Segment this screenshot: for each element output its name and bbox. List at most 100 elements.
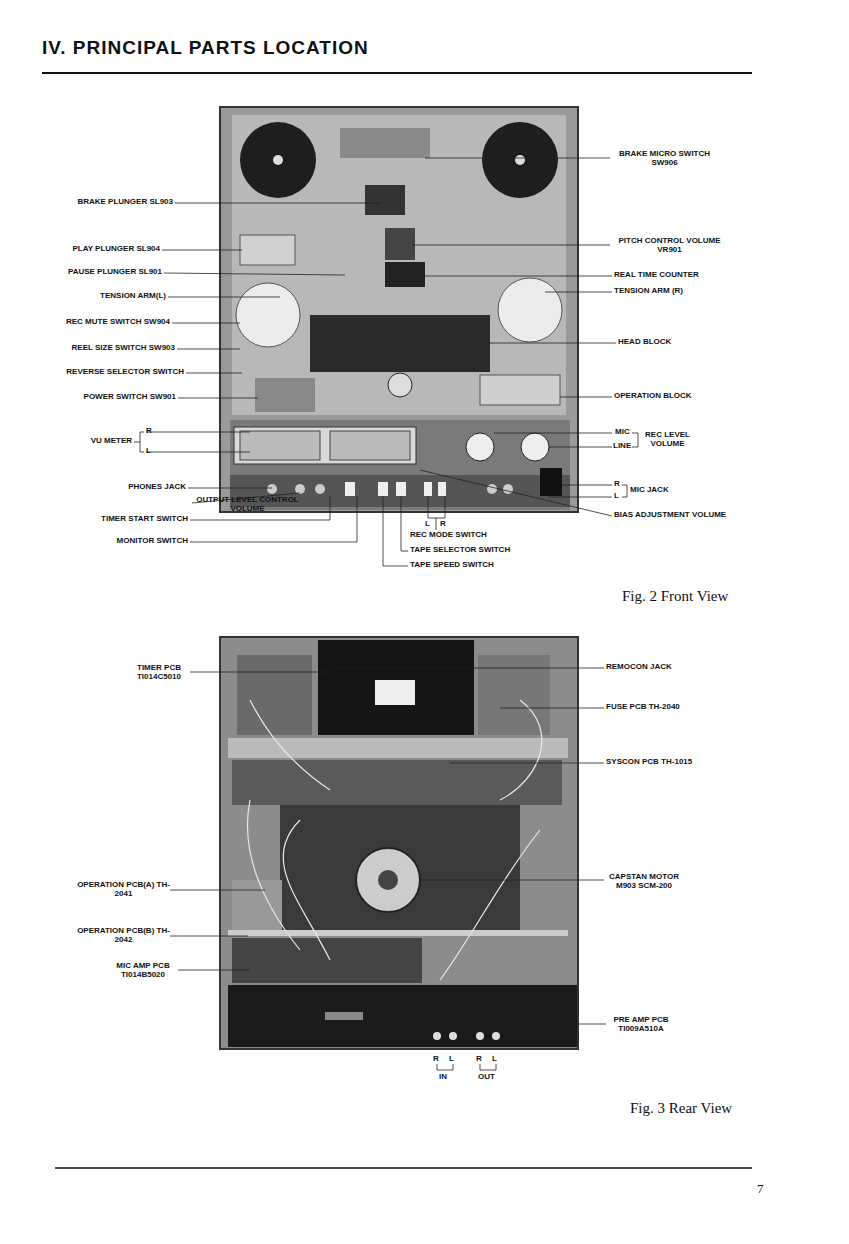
wire bbox=[247, 800, 300, 950]
wire bbox=[500, 700, 542, 800]
figure-caption: 7 bbox=[757, 1180, 764, 1197]
part-label: REVERSE SELECTOR SWITCH bbox=[66, 368, 184, 377]
pitch-control bbox=[385, 228, 415, 260]
part-label: VU METER bbox=[91, 437, 132, 446]
timer-pcb bbox=[237, 655, 312, 735]
leader-line bbox=[425, 158, 610, 159]
leader-line bbox=[190, 672, 330, 673]
part-label: BIAS ADJUSTMENT VOLUME bbox=[614, 511, 726, 520]
part-label: OPERATION BLOCK bbox=[614, 392, 692, 401]
leader-line bbox=[190, 496, 330, 520]
photo-frame bbox=[220, 637, 578, 1049]
part-label: OUT bbox=[478, 1073, 495, 1082]
bracket bbox=[437, 1064, 453, 1070]
tension-arm bbox=[236, 283, 300, 347]
plunger bbox=[365, 185, 405, 215]
sticker bbox=[375, 680, 415, 705]
part-label: TAPE SELECTOR SWITCH bbox=[410, 546, 510, 555]
leader-line bbox=[436, 518, 437, 530]
part-label: OPERATION PCB(B) TH-2042 bbox=[76, 927, 171, 944]
leader-line bbox=[178, 398, 258, 399]
bracket bbox=[480, 1064, 496, 1070]
switch bbox=[378, 482, 388, 496]
part-label: L bbox=[614, 492, 619, 501]
fuse-pcb bbox=[478, 655, 550, 735]
bracket bbox=[622, 485, 627, 497]
part-label: L bbox=[425, 520, 430, 529]
plunger bbox=[240, 235, 295, 265]
capstan bbox=[388, 373, 412, 397]
transformer-box bbox=[318, 640, 474, 735]
leader-line bbox=[401, 551, 408, 552]
part-label: PITCH CONTROL VOLUME VR901 bbox=[612, 237, 727, 254]
part-label: BRAKE PLUNGER SL903 bbox=[77, 198, 173, 207]
part-label: MIC JACK bbox=[630, 486, 669, 495]
vu-meter bbox=[234, 427, 416, 464]
leader-line bbox=[500, 708, 604, 709]
part-label: L bbox=[492, 1055, 497, 1064]
leader-lines bbox=[170, 668, 606, 1070]
page-title: IV. PRINCIPAL PARTS LOCATION bbox=[42, 37, 369, 59]
part-label: OUTPUT LEVEL CONTROL VOLUME bbox=[190, 496, 305, 513]
photo-frame bbox=[220, 107, 578, 512]
part-label: REAL TIME COUNTER bbox=[614, 271, 699, 280]
wire bbox=[283, 820, 330, 960]
leader-line bbox=[560, 1024, 606, 1025]
leader-line bbox=[190, 496, 357, 542]
part-label: R bbox=[614, 480, 620, 489]
brake-lever bbox=[340, 128, 430, 158]
leader-line bbox=[146, 452, 250, 453]
counter bbox=[385, 262, 425, 287]
part-label: REMOCON JACK bbox=[606, 663, 672, 672]
bias-trim bbox=[540, 468, 562, 496]
leader-line bbox=[175, 203, 380, 204]
jack bbox=[487, 484, 497, 494]
meter-window bbox=[330, 431, 410, 460]
switch bbox=[345, 482, 355, 496]
leader-line bbox=[548, 497, 612, 498]
part-label: R bbox=[146, 427, 152, 436]
leader-line bbox=[186, 373, 242, 374]
part-label: PLAY PLUNGER SL904 bbox=[72, 245, 160, 254]
leader-line bbox=[172, 323, 240, 324]
knob bbox=[466, 433, 494, 461]
capstan-motor bbox=[356, 848, 420, 912]
operation-block bbox=[480, 375, 560, 405]
part-label: REC LEVEL VOLUME bbox=[640, 431, 695, 448]
part-label: R bbox=[433, 1055, 439, 1064]
reel-motor bbox=[240, 122, 316, 198]
figure-caption: Fig. 3 Rear View bbox=[630, 1100, 732, 1117]
leader-line bbox=[383, 566, 408, 567]
part-label: MONITOR SWITCH bbox=[117, 537, 188, 546]
rule-line bbox=[55, 1167, 752, 1169]
leader-line bbox=[545, 292, 612, 293]
leader-line bbox=[164, 273, 345, 275]
switch bbox=[438, 482, 446, 496]
part-label: R bbox=[440, 520, 446, 529]
nameplate bbox=[325, 1012, 363, 1020]
reel-motor bbox=[482, 122, 558, 198]
part-label: TIMER PCB TI014C5010 bbox=[128, 664, 190, 681]
part-label: CAPSTAN MOTOR M903 SCM-200 bbox=[604, 873, 684, 890]
part-label: REC MUTE SWITCH SW904 bbox=[66, 318, 170, 327]
part-label: BRAKE MICRO SWITCH SW906 bbox=[612, 150, 717, 167]
leader-line bbox=[549, 447, 612, 448]
chassis-bar bbox=[228, 738, 568, 758]
tension-arm bbox=[498, 278, 562, 342]
bracket bbox=[428, 496, 445, 518]
leader-line bbox=[146, 432, 250, 433]
reel-hub bbox=[515, 155, 525, 165]
part-label: REC MODE SWITCH bbox=[410, 531, 487, 540]
part-label: PHONES JACK bbox=[128, 483, 186, 492]
part-label: IN bbox=[439, 1073, 447, 1082]
mic-amp-pcb bbox=[232, 938, 422, 983]
chassis-bar bbox=[228, 930, 568, 936]
jack bbox=[503, 484, 513, 494]
motor-hub bbox=[378, 870, 398, 890]
part-label: SYSCON PCB TH-1015 bbox=[606, 758, 692, 767]
part-label: FUSE PCB TH-2040 bbox=[606, 703, 680, 712]
part-label: MIC bbox=[615, 428, 630, 437]
leader-lines bbox=[134, 158, 638, 566]
leader-line bbox=[134, 442, 140, 443]
